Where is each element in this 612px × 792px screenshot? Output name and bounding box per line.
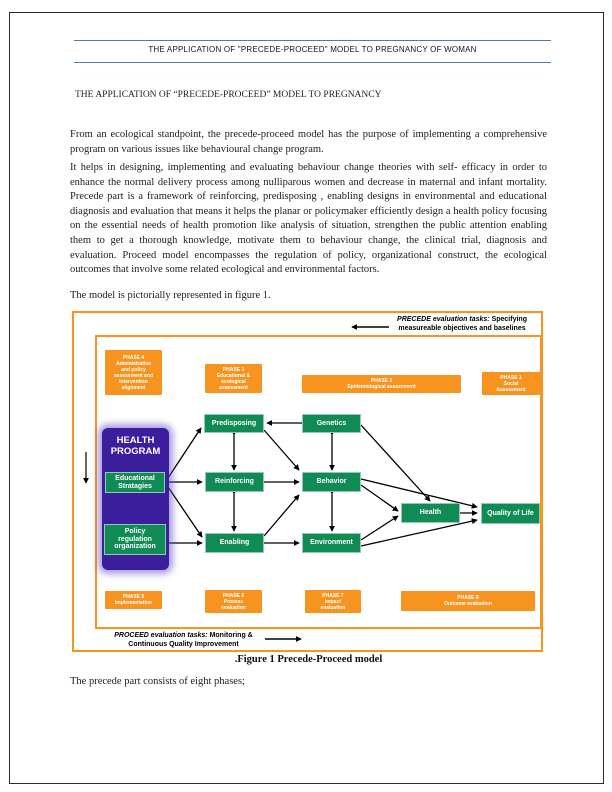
node-policy-regulation-organization: Policy regulation organization xyxy=(104,524,166,555)
phase-1-box: PHASE 1 Social Assessment xyxy=(482,372,540,395)
precede-tasks-rest: Specifying xyxy=(489,316,527,323)
precede-tasks-italic: PRECEDE evaluation tasks: xyxy=(397,316,490,323)
node-genetics: Genetics xyxy=(302,414,361,433)
precede-evaluation-tasks-label: PRECEDE evaluation tasks: Specifying mea… xyxy=(384,316,540,333)
phase-5-box: PHASE 5 Implementation xyxy=(105,591,162,609)
header-rule-top xyxy=(74,40,551,41)
node-predisposing: Predisposing xyxy=(204,414,264,433)
phase-6-box: PHASE 6 Process evaluation xyxy=(205,590,262,613)
proceed-tasks-italic: PROCEED evaluation tasks: xyxy=(114,632,208,639)
proceed-tasks-line2: Continuous Quality Improvement xyxy=(128,640,239,648)
proceed-tasks-rest: Monitoring & xyxy=(207,632,253,639)
diagram-inner-frame xyxy=(95,335,542,629)
node-quality-of-life: Quality of Life xyxy=(481,503,540,524)
paragraph-body: It helps in designing, implementing and … xyxy=(70,162,547,276)
paragraph-intro: From an ecological standpoint, the prece… xyxy=(70,129,547,155)
phase-2-box: PHASE 2 Epidemiological assessment xyxy=(302,375,461,393)
running-header-title: THE APPLICATION OF "PRECEDE-PROCEED" MOD… xyxy=(148,45,477,54)
phase-3-box: PHASE 3 Educational & ecological assessm… xyxy=(205,364,262,393)
header-rule-bottom xyxy=(74,62,551,63)
phase-8-box: PHASE 8 Outcome evaluation xyxy=(401,591,535,611)
proceed-evaluation-tasks-label: PROCEED evaluation tasks: Monitoring & C… xyxy=(102,632,265,649)
node-educational-strategies: Educational Stratagies xyxy=(105,472,165,493)
phase-7-box: PHASE 7 Impact evaluation xyxy=(305,590,361,613)
health-program-title: HEALTH PROGRAM xyxy=(110,435,161,457)
node-behavior: Behavior xyxy=(302,472,361,492)
precede-proceed-diagram: PRECEDE evaluation tasks: Specifying mea… xyxy=(72,311,543,652)
precede-tasks-line2: measureable objectives and baselines xyxy=(398,324,526,332)
node-health: Health xyxy=(401,503,460,523)
node-reinforcing: Reinforcing xyxy=(205,472,264,492)
figure-caption: .Figure 1 Precede-Proceed model xyxy=(234,654,383,665)
node-environment: Environment xyxy=(302,533,361,553)
paragraph-figure-ref: The model is pictorially represented in … xyxy=(70,290,271,301)
paragraph-phases: The precede part consists of eight phase… xyxy=(70,676,245,687)
document-heading: THE APPLICATION OF “PRECEDE-PROCEED” MOD… xyxy=(75,90,382,100)
node-enabling: Enabling xyxy=(205,533,264,553)
phase-4-box: PHASE 4 Administrative and policy assess… xyxy=(105,350,162,395)
